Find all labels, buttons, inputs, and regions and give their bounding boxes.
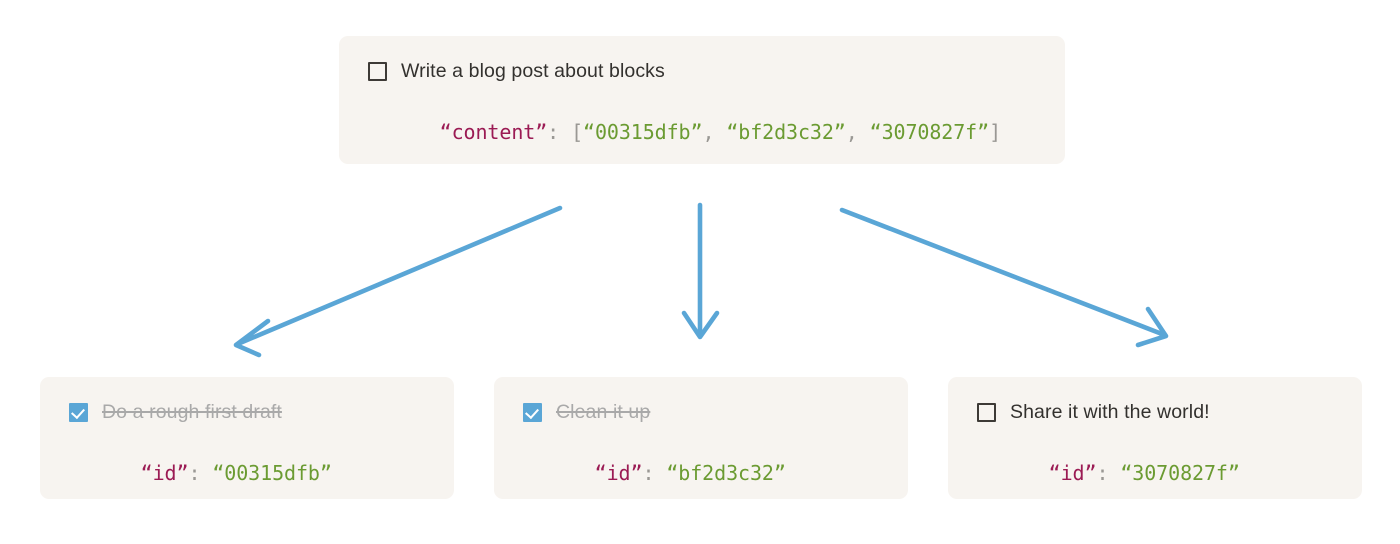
- root-todo-line: Write a blog post about blocks: [368, 58, 1039, 84]
- root-todo-label: Write a blog post about blocks: [401, 59, 665, 82]
- arrow-to-third-child: [839, 207, 1169, 348]
- child-todo-line-2: Share it with the world!: [977, 399, 1362, 425]
- child-json-key-1: id: [606, 461, 631, 485]
- child-json-line-2: “id”: “3070827f”: [977, 437, 1362, 509]
- child-block-card-0[interactable]: Do a rough first draft “id”: “00315dfb”: [40, 377, 454, 499]
- child-todo-label-1: Clean it up: [556, 400, 651, 423]
- root-json-key-quote-open: “: [439, 120, 452, 144]
- child-json-key-quote-open-0: “: [140, 461, 153, 485]
- child-json-space-1: [654, 461, 666, 485]
- child-json-key-0: id: [152, 461, 177, 485]
- root-json-colon: :: [547, 120, 560, 144]
- child-json-value-0: “00315dfb”: [212, 461, 332, 485]
- child-todo-label-0: Do a rough first draft: [102, 400, 282, 423]
- child-todo-line-1: Clean it up: [523, 399, 908, 425]
- child-block-card-2[interactable]: Share it with the world! “id”: “3070827f…: [948, 377, 1362, 499]
- child-json-colon-2: :: [1096, 461, 1109, 485]
- root-json-space-1: [559, 120, 571, 144]
- checkbox-empty-icon[interactable]: [977, 402, 996, 422]
- checkbox-empty-icon[interactable]: [368, 61, 387, 81]
- root-json-bracket-open: [: [571, 120, 584, 144]
- child-json-key-2: id: [1060, 461, 1085, 485]
- arrow-to-first-child: [233, 205, 563, 358]
- root-json-key: content: [451, 120, 536, 144]
- child-block-card-1[interactable]: Clean it up “id”: “bf2d3c32”: [494, 377, 908, 499]
- child-json-colon-1: :: [642, 461, 655, 485]
- child-todo-line-0: Do a rough first draft: [69, 399, 454, 425]
- root-json-bracket-close: ]: [989, 120, 1002, 144]
- root-json-key-quote-close: ”: [535, 120, 548, 144]
- child-json-colon-0: :: [188, 461, 201, 485]
- root-json-value-1: “bf2d3c32”: [726, 120, 846, 144]
- root-json-comma-0: ,: [702, 120, 727, 144]
- root-json-value-2: “3070827f”: [869, 120, 990, 144]
- child-json-space-0: [200, 461, 212, 485]
- child-json-value-2: “3070827f”: [1120, 461, 1240, 485]
- child-json-key-quote-open-1: “: [594, 461, 607, 485]
- child-json-key-quote-close-2: ”: [1084, 461, 1097, 485]
- child-json-space-2: [1108, 461, 1120, 485]
- child-json-key-quote-close-0: ”: [176, 461, 189, 485]
- checkbox-checked-icon[interactable]: [523, 402, 542, 422]
- child-json-line-0: “id”: “00315dfb”: [69, 437, 454, 509]
- root-block-card[interactable]: Write a blog post about blocks “content”…: [339, 36, 1065, 164]
- child-todo-label-2: Share it with the world!: [1010, 400, 1210, 423]
- root-json-line: “content”: [“00315dfb”, “bf2d3c32”, “307…: [368, 96, 1039, 168]
- child-json-key-quote-open-2: “: [1048, 461, 1061, 485]
- child-json-value-1: “bf2d3c32”: [666, 461, 786, 485]
- checkbox-checked-icon[interactable]: [69, 402, 88, 422]
- arrow-to-second-child: [681, 202, 720, 340]
- child-json-key-quote-close-1: ”: [630, 461, 643, 485]
- root-json-comma-1: ,: [845, 120, 870, 144]
- root-json-value-0: “00315dfb”: [583, 120, 703, 144]
- child-json-line-1: “id”: “bf2d3c32”: [523, 437, 908, 509]
